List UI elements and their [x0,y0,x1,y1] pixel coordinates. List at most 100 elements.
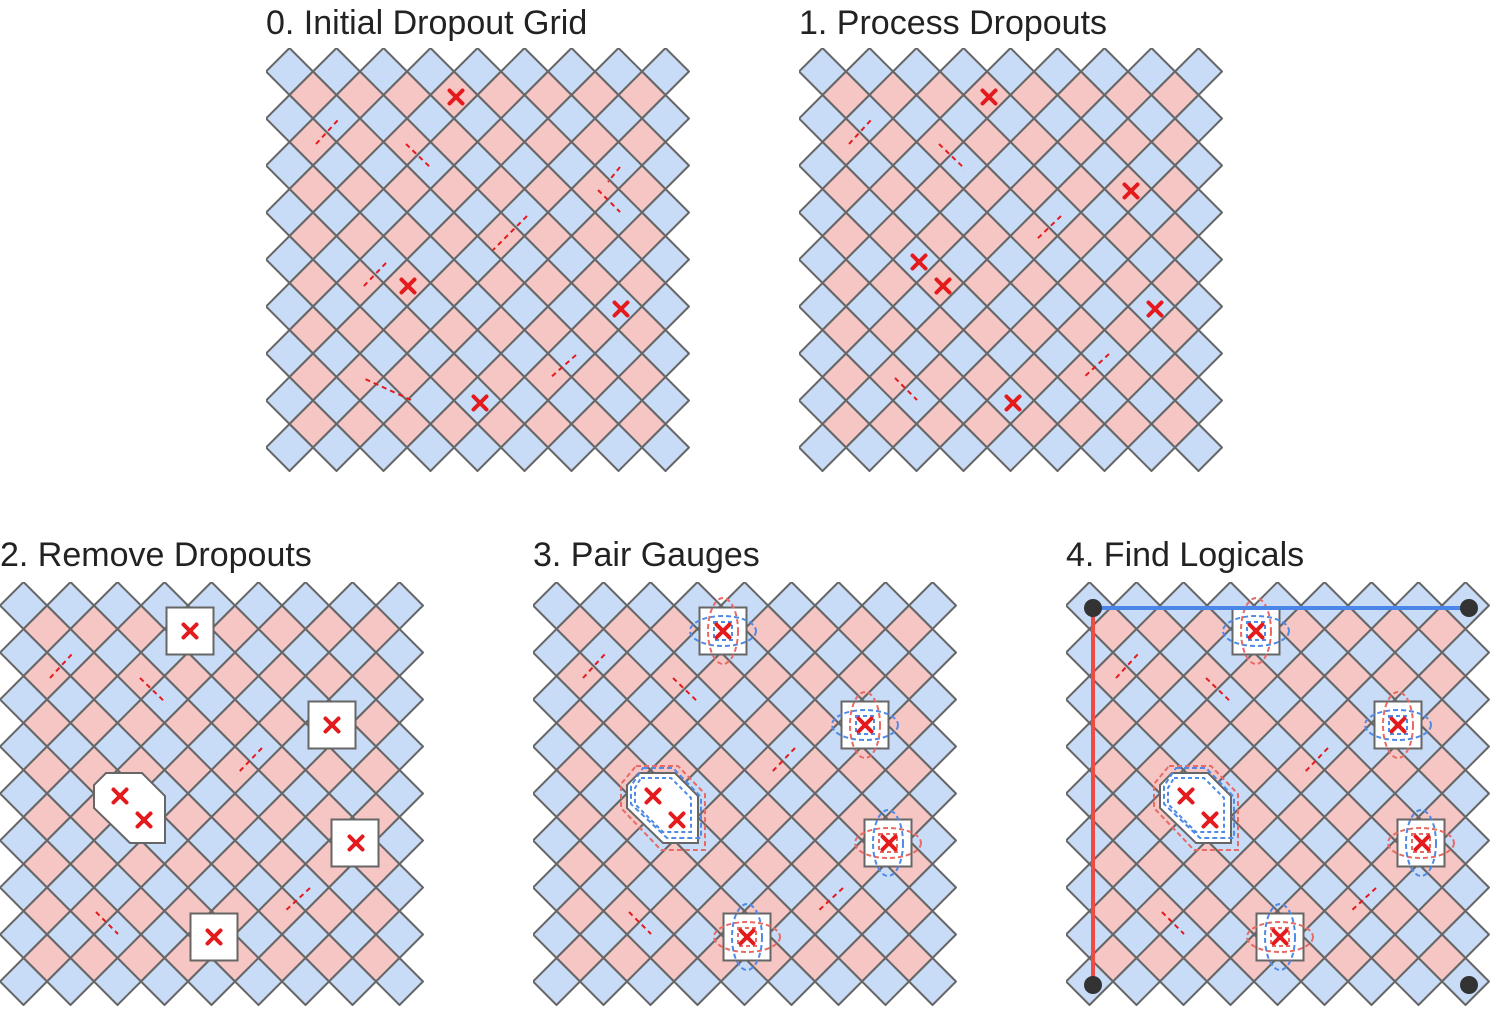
dropout-x-icon [612,300,630,318]
x-stabilizer-plaquette [594,423,643,472]
x-stabilizer-plaquette [845,423,894,472]
dropout-x-icon [880,834,898,852]
x-stabilizer-plaquette [1253,957,1302,1006]
broken-link-dashed [848,119,872,145]
x-stabilizer-plaquette [281,957,330,1006]
broken-link-dashed [1205,677,1233,704]
dropout-x-icon [1122,182,1140,200]
dropout-x-icon [181,622,199,640]
dropout-x-icon [1004,394,1022,412]
dropout-x-icon [323,716,341,734]
x-stabilizer-plaquette [1080,423,1129,472]
panel-4-grid [1066,582,1490,1006]
dropout-x-icon [1201,811,1219,829]
x-stabilizer-plaquette [0,957,48,1006]
panel-4-title: 4. Find Logicals [1066,536,1305,574]
broken-link-dashed [492,215,528,251]
x-stabilizer-plaquette [720,957,769,1006]
broken-link-dashed [139,677,167,704]
x-stabilizer-plaquette [767,957,816,1006]
x-stabilizer-plaquette [187,957,236,1006]
paired-gauge [1387,809,1455,877]
panel-3-title: 3. Pair Gauges [533,536,760,574]
stabilizer-plaquettes [1066,582,1490,1006]
x-stabilizer-plaquette [500,423,549,472]
x-stabilizer-plaquette [46,957,95,1006]
broken-link-dashed [1035,215,1062,241]
panel-1-title: 1. Process Dropouts [799,4,1108,42]
dropout-x-icon [934,277,952,295]
dropout-x-icon [1389,716,1407,734]
x-stabilizer-plaquette [234,957,283,1006]
x-stabilizer-plaquette [266,423,314,472]
broken-link-dashed [1302,747,1329,775]
broken-link-dashed [315,119,339,145]
x-stabilizer-plaquette [1300,957,1349,1006]
x-stabilizer-plaquette [579,957,628,1006]
x-stabilizer-plaquette [93,957,142,1006]
x-stabilizer-plaquette [626,957,675,1006]
x-stabilizer-plaquette [814,957,863,1006]
stabilizer-plaquettes [799,48,1223,472]
x-stabilizer-plaquette [453,423,502,472]
panel-0-grid [266,48,690,472]
paired-gauge-cluster [1153,765,1239,851]
dropout-x-icon [668,811,686,829]
broken-link-dashed [769,747,796,775]
dropout-x-icon [738,928,756,946]
corner-dot [1460,599,1478,617]
dropout-x-icon [1177,787,1195,805]
dropout-x-icon [856,716,874,734]
stabilizer-plaquettes [533,582,957,1006]
x-stabilizer-plaquette [908,957,957,1006]
corner-dot [1084,976,1102,994]
broken-link-dashed [1349,887,1377,913]
broken-link-dashed [283,887,311,913]
broken-link-dashed [672,677,700,704]
dropout-x-icon [1146,300,1164,318]
x-stabilizer-plaquette [1127,423,1176,472]
dropout-x-icon [644,787,662,805]
dropout-x-icon [471,394,489,412]
broken-link-dashed [582,653,606,679]
panel-1-grid [799,48,1223,472]
dropout-x-icon [399,277,417,295]
broken-link-dashed [49,653,73,679]
dropout-x-icon [714,622,732,640]
corner-dot [1460,976,1478,994]
broken-link-dashed [607,166,621,183]
x-stabilizer-plaquette [892,423,941,472]
panel-3-grid [533,582,957,1006]
x-stabilizer-plaquette [547,423,596,472]
panel-2-title: 2. Remove Dropouts [0,536,312,574]
paired-gauge [831,691,899,759]
x-stabilizer-plaquette [359,423,408,472]
dropout-x-icon [447,88,465,106]
x-stabilizer-plaquette [641,423,690,472]
broken-link-dashed [236,747,263,775]
x-stabilizer-plaquette [939,423,988,472]
broken-link-dashed [361,262,387,289]
x-stabilizer-plaquette [140,957,189,1006]
dropout-x-icon [980,88,998,106]
paired-gauge [854,809,922,877]
dropout-x-icon [1271,928,1289,946]
x-stabilizer-plaquette [1112,957,1161,1006]
x-stabilizer-plaquette [1347,957,1396,1006]
x-stabilizer-plaquette [1159,957,1208,1006]
x-stabilizer-plaquette [1206,957,1255,1006]
paired-gauge [1222,597,1290,665]
broken-link-dashed [405,143,433,170]
dropout-x-icon [347,834,365,852]
x-stabilizer-plaquette [799,423,847,472]
x-stabilizer-plaquette [861,957,910,1006]
x-stabilizer-plaquette [375,957,424,1006]
paired-gauge [689,597,757,665]
broken-link-dashed [816,887,844,913]
paired-gauge [1246,903,1314,971]
x-stabilizer-plaquette [1174,423,1223,472]
dropout-x-icon [111,787,129,805]
x-stabilizer-plaquette [673,957,722,1006]
broken-link-dashed [549,354,577,379]
dropout-x-icon [205,928,223,946]
